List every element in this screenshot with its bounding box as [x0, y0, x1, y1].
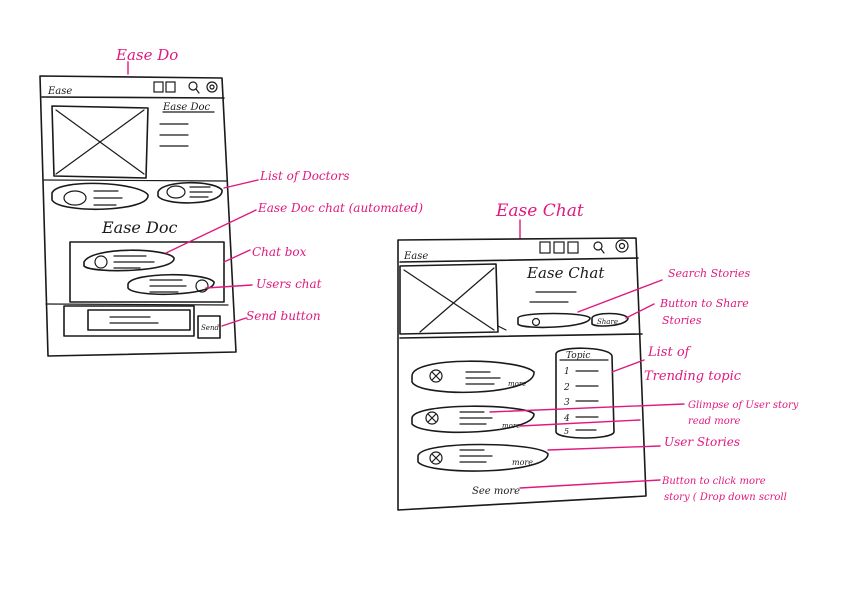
topic-item[interactable]: 4: [563, 414, 599, 424]
user-chat-bubble: [127, 273, 215, 295]
send-button[interactable]: Send: [197, 315, 221, 339]
ease-do-text-lines: [159, 123, 189, 147]
square-icon: [567, 241, 579, 254]
see-more-button[interactable]: See more: [472, 486, 520, 497]
topic-header: Topic: [566, 351, 590, 361]
message-input[interactable]: [63, 305, 195, 337]
search-icon: [593, 241, 603, 251]
story-card[interactable]: more: [417, 443, 549, 472]
svg-text:3: 3: [564, 398, 570, 408]
search-icon: [188, 81, 198, 91]
svg-text:4: 4: [563, 414, 570, 424]
more-link[interactable]: more: [512, 458, 533, 467]
annotation-glimpse-1: Glimpse of User story: [688, 400, 799, 411]
search-icon: [531, 317, 541, 327]
topic-item[interactable]: 2: [563, 383, 599, 393]
ease-chat-frame: [397, 237, 647, 511]
annotation-user-stories: User Stories: [664, 435, 740, 449]
square-icon: [539, 241, 551, 254]
ease-do-brand: Ease: [47, 86, 72, 97]
chat-box: [69, 241, 225, 303]
story-avatar-icon: [429, 451, 443, 465]
more-link[interactable]: more: [502, 422, 520, 430]
doctor-card[interactable]: [51, 182, 149, 211]
annotation-trending-1: List of: [647, 345, 692, 360]
svg-text:Send: Send: [201, 324, 219, 332]
ease-do-frame: [39, 75, 237, 357]
annotation-send-button: Send button: [246, 309, 321, 323]
annotation-search-stories: Search Stories: [668, 267, 750, 280]
ease-do-image-placeholder: [51, 105, 149, 179]
svg-text:5: 5: [564, 427, 569, 436]
ease-do-phone: Ease Ease Doc Ease Doc: [39, 75, 237, 357]
ease-do-section-title: Ease Doc: [101, 218, 177, 237]
ease-do-title: Ease Do: [115, 46, 178, 64]
ease-do-header-title: Ease Doc: [162, 102, 211, 113]
doctor-card[interactable]: [157, 181, 223, 204]
doctor-avatar-icon: [166, 185, 186, 199]
ease-do-header-line: [41, 96, 225, 99]
annotation-click-more-1: Button to click more: [661, 476, 766, 487]
annotation-click-more-2: story ( Drop down scroll: [664, 492, 787, 503]
svg-text:2: 2: [563, 383, 570, 393]
story-avatar-icon: [425, 411, 439, 425]
share-button[interactable]: Share: [591, 312, 629, 327]
more-link[interactable]: more: [508, 380, 526, 388]
annotation-glimpse-2: read more: [688, 416, 741, 427]
annotation-button-share-2: Stories: [662, 314, 702, 327]
ease-chat-phone: Ease Ease Chat Share: [397, 237, 647, 511]
annotation-button-share-1: Button to Share: [659, 297, 749, 310]
story-card[interactable]: more: [411, 360, 535, 394]
ease-chat-image-placeholder: [399, 263, 499, 335]
ease-chat-title: Ease Chat: [495, 201, 584, 221]
svg-text:1: 1: [564, 367, 570, 377]
doctor-avatar-icon: [63, 190, 87, 206]
annotation-list-of-doctors: List of Doctors: [259, 169, 350, 183]
annotations-left: List of Doctors Ease Doc chat (automated…: [165, 169, 423, 327]
annotation-users-chat: Users chat: [256, 277, 322, 291]
ease-chat-header-title: Ease Chat: [526, 264, 605, 282]
annotation-chat-box: Chat box: [252, 245, 307, 259]
ease-chat-header-icons: [539, 239, 629, 254]
topic-item[interactable]: 3: [564, 398, 599, 408]
annotations-right: Search Stories Button to Share Stories L…: [489, 267, 799, 503]
profile-icon: [206, 81, 218, 93]
square-icon: [165, 81, 176, 93]
trending-topic-panel: Topic 1 2 3 4 5: [555, 347, 615, 439]
svg-text:Share: Share: [597, 318, 618, 326]
annotation-ease-doc-chat: Ease Doc chat (automated): [257, 201, 423, 215]
square-icon: [553, 241, 565, 254]
story-card[interactable]: more: [411, 405, 535, 434]
doc-chat-bubble: [83, 249, 175, 272]
square-icon: [153, 81, 164, 93]
story-avatar-icon: [429, 369, 443, 383]
ease-chat-text-lines: [529, 291, 577, 303]
doc-avatar-icon: [94, 255, 108, 269]
search-stories-input[interactable]: [517, 312, 591, 329]
ease-chat-brand: Ease: [403, 251, 428, 262]
topic-item[interactable]: 5: [564, 427, 597, 436]
ease-chat-header-line: [399, 257, 639, 263]
user-avatar-icon: [195, 279, 209, 293]
ease-do-header-icons: [153, 81, 218, 94]
annotation-trending-2: Trending topic: [644, 369, 742, 384]
topic-item[interactable]: 1: [564, 367, 599, 377]
profile-icon: [615, 239, 629, 253]
